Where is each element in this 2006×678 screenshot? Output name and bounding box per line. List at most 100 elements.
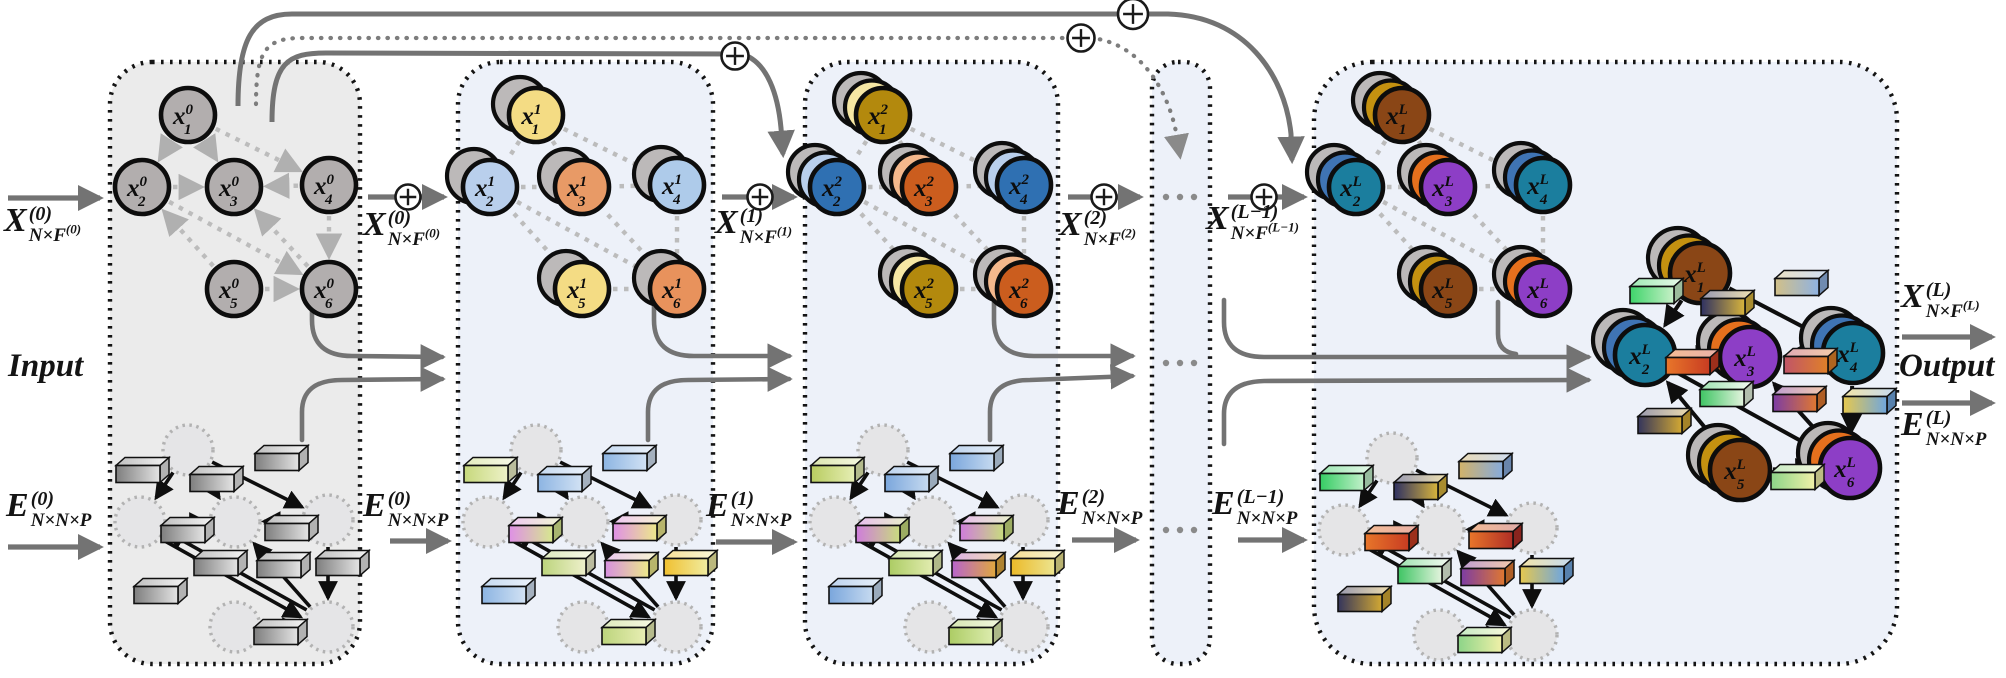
label-superscript: (0) (28, 203, 53, 225)
edge-feature-box (1396, 556, 1453, 586)
oplus-icon (1066, 23, 1096, 53)
label-main: E (706, 487, 729, 524)
label-subscript-exponent: (1) (776, 223, 793, 239)
output-graph-arrow (1672, 369, 1822, 453)
label-out-e: E(L)N×N×P (1901, 407, 1987, 450)
edge-feature-box (462, 455, 519, 485)
graph-edge-dotted (168, 199, 304, 276)
label-x2: X(2)N×F(2) (1059, 207, 1136, 250)
ellipsis-dot (1162, 193, 1170, 201)
graph-edge-dotted (157, 133, 183, 163)
label-main: X (715, 204, 738, 241)
skip-connection-solid-inner (269, 50, 795, 159)
edge-feature-arrow (508, 537, 652, 619)
merge-curve (991, 297, 1136, 369)
label-superscript: (1) (730, 488, 755, 510)
label-superscript: (2) (1083, 207, 1108, 229)
edge-feature-box (883, 464, 940, 494)
label-x1: X(1)N×F(1) (715, 204, 793, 248)
label-subscript: N×F (28, 225, 66, 246)
graph-edge-dotted (516, 199, 650, 276)
label-superscript: (1) (739, 205, 764, 227)
edge-feature-box (114, 455, 171, 485)
graph-edge-dotted (214, 126, 303, 173)
graph-edge-dotted (1371, 139, 1388, 161)
ellipsis-dot (1176, 526, 1184, 534)
label-main: X (4, 202, 27, 239)
ellipsis-dot (1190, 526, 1198, 534)
output-edge-feature-box (1699, 288, 1756, 318)
edge-feature-box (1518, 556, 1575, 586)
label-e1: E(1)N×N×P (706, 487, 791, 531)
graph-edge-dotted (1382, 199, 1516, 276)
label-subscript: N×N×P (1925, 429, 1987, 450)
label-in-x: X(0)N×F(0) (4, 202, 81, 246)
edge-feature-box (809, 455, 866, 485)
edge-feature-box (1363, 523, 1420, 553)
label-main: E (6, 487, 29, 524)
edge-feature-arrow (502, 471, 523, 501)
graph-edge-dotted (263, 172, 299, 200)
label-superscript: (0) (387, 488, 412, 510)
merge-curve (309, 297, 446, 370)
edge-feature-arrow (1364, 545, 1508, 627)
edge-feature-box (480, 576, 537, 606)
edge-feature-box (958, 513, 1015, 543)
edge-feature-arrow (855, 537, 999, 619)
edge-feature-box (601, 443, 658, 473)
label-main: X (363, 206, 386, 243)
label-subscript: N×F (1083, 229, 1121, 250)
graph-edge-dotted (562, 126, 649, 173)
output-edge-feature-box (1771, 384, 1828, 414)
label-main: E (363, 487, 386, 524)
placeholder-node (1412, 608, 1466, 662)
label-superscript: (L) (1925, 407, 1952, 429)
output-edge-feature-box (1636, 406, 1693, 436)
label-subscript: N×N×P (387, 510, 449, 531)
edge-feature-box (1392, 472, 1449, 502)
graph-edge-dotted (863, 199, 997, 276)
output-edge-feature-box (1773, 268, 1830, 298)
edge-feature-box (1467, 521, 1524, 551)
edge-feature-box (948, 443, 1005, 473)
input-title: Input (8, 348, 84, 384)
ellipsis-dot (1176, 193, 1184, 201)
placeholder-node (1365, 431, 1419, 485)
oplus-icon (1116, 0, 1150, 31)
ellipsis-dot (1190, 359, 1198, 367)
panel-layer-2 (802, 59, 1061, 667)
placeholder-node (301, 600, 355, 654)
label-main: X (1206, 200, 1229, 237)
